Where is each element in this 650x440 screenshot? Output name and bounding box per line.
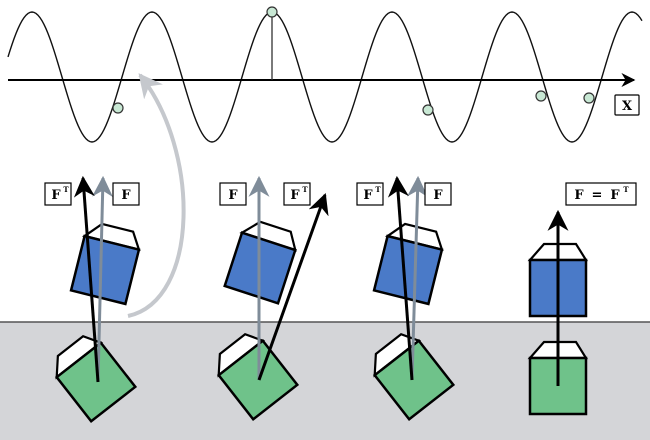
label-ft-3: F T: [356, 182, 384, 206]
x-axis-label-box: X: [614, 94, 640, 116]
x-axis-label: X: [622, 99, 633, 114]
black-force-arrow-3: [387, 175, 414, 381]
label-ft-2: F T: [283, 182, 311, 206]
column-4: F = F T: [527, 182, 637, 416]
svg-text:T: T: [302, 185, 308, 194]
column-3: F T F: [356, 175, 456, 422]
wave-point-2: [422, 104, 434, 116]
svg-text:T: T: [63, 185, 69, 194]
label-equal-4: F = F T: [565, 182, 637, 206]
svg-text:F: F: [51, 188, 61, 203]
curved-return-arrow: [127, 73, 186, 318]
gray-force-arrow-1: [92, 175, 114, 383]
column-2: F F T: [216, 175, 329, 422]
label-f-1: F: [112, 182, 140, 206]
blue-cube-1: [69, 222, 141, 306]
label-ft-1: F T: [44, 182, 72, 206]
black-force-arrow-2: [257, 193, 329, 381]
black-force-arrow-1: [73, 175, 100, 383]
blue-cube-2: [223, 220, 297, 305]
svg-text:F: F: [228, 188, 238, 203]
label-f-2: F: [219, 182, 247, 206]
green-cube-3: [372, 333, 456, 422]
svg-text:T: T: [623, 185, 629, 194]
svg-text:=: =: [592, 188, 603, 203]
svg-text:T: T: [375, 185, 381, 194]
gray-force-arrow-3: [406, 175, 428, 381]
green-cube-1: [54, 335, 138, 424]
label-f-3: F: [424, 182, 452, 206]
svg-text:F: F: [121, 188, 131, 203]
svg-text:F: F: [574, 188, 584, 203]
wave-point-peak: [266, 6, 278, 18]
wave-point-4: [583, 92, 595, 104]
wave-point-1: [112, 102, 124, 114]
wave-point-3: [535, 90, 547, 102]
svg-text:F: F: [363, 188, 373, 203]
svg-text:F: F: [610, 188, 620, 203]
svg-text:F: F: [433, 188, 443, 203]
wave-curve: [7, 11, 643, 143]
column-1: F T F: [44, 175, 141, 424]
svg-text:F: F: [290, 188, 300, 203]
wave-markers: [112, 6, 595, 116]
blue-cube-3: [372, 222, 444, 306]
